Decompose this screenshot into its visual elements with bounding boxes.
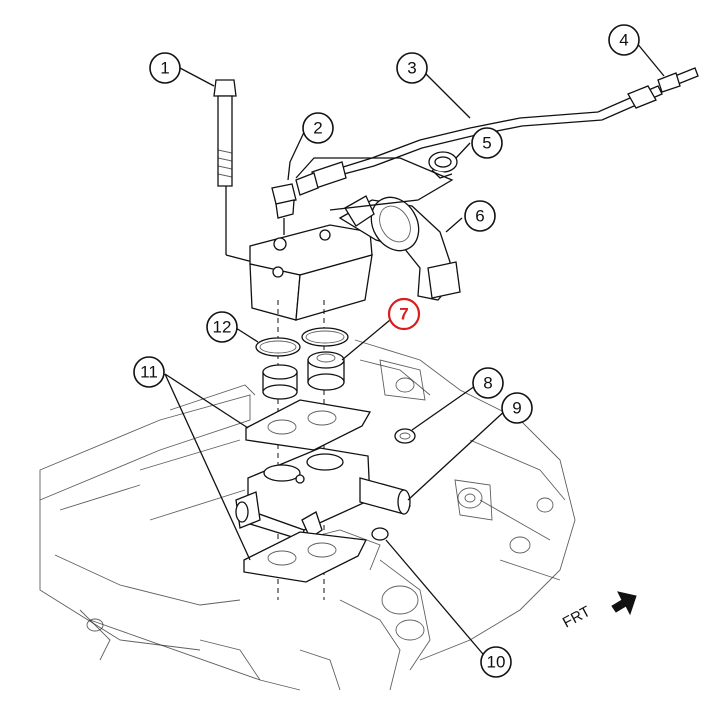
- callout-11: 11: [133, 356, 165, 388]
- water-housing: [235, 447, 411, 541]
- callout-3-label: 3: [407, 59, 416, 78]
- part-11-lower-gasket: [243, 531, 367, 583]
- front-direction-indicator: FRT: [560, 591, 637, 632]
- callout-8: 8: [472, 367, 504, 399]
- front-arrow-icon: [611, 591, 637, 616]
- part-10-plug: [371, 527, 389, 541]
- callout-9: 9: [501, 392, 533, 424]
- callout-10: 10: [480, 646, 512, 678]
- o-ring-right: [301, 327, 349, 347]
- frt-label: FRT: [560, 603, 593, 632]
- callout-1-label: 1: [160, 59, 169, 78]
- callout-4-label: 4: [619, 31, 628, 50]
- callout-7-label: 7: [399, 305, 408, 324]
- engine-background: [39, 339, 576, 691]
- callout-2: 2: [302, 112, 334, 144]
- callout-1: 1: [149, 52, 181, 84]
- part-4-fitting: [657, 67, 699, 93]
- callout-5-label: 5: [482, 134, 491, 153]
- callout-6: 6: [464, 200, 496, 232]
- callout-12: 12: [206, 311, 238, 343]
- part-3-tube: [295, 85, 663, 196]
- part-8-plug: [394, 428, 416, 444]
- callout-3: 3: [396, 52, 428, 84]
- part-2-bleed-fitting: [271, 183, 297, 235]
- callout-4: 4: [608, 24, 640, 56]
- callout-10-label: 10: [487, 653, 506, 672]
- part-11-upper-gasket: [245, 399, 372, 451]
- callout-12-label: 12: [213, 318, 232, 337]
- leader-lines: [164, 41, 665, 661]
- part-5-plug: [428, 151, 458, 179]
- callout-11-label: 11: [140, 363, 158, 382]
- callout-9-label: 9: [512, 399, 521, 418]
- part-7-thermostats: [262, 351, 345, 400]
- callouts: 1 2 3 4 5 6 7 8: [133, 24, 640, 678]
- callout-2-label: 2: [313, 119, 322, 138]
- part-12-o-ring: [255, 337, 301, 357]
- callout-7: 7: [387, 297, 421, 331]
- callout-8-label: 8: [483, 374, 492, 393]
- callout-6-label: 6: [475, 207, 484, 226]
- callout-5: 5: [471, 127, 503, 159]
- part-1-bolt: [213, 79, 277, 269]
- part-6-thermostat-housing: [249, 195, 461, 321]
